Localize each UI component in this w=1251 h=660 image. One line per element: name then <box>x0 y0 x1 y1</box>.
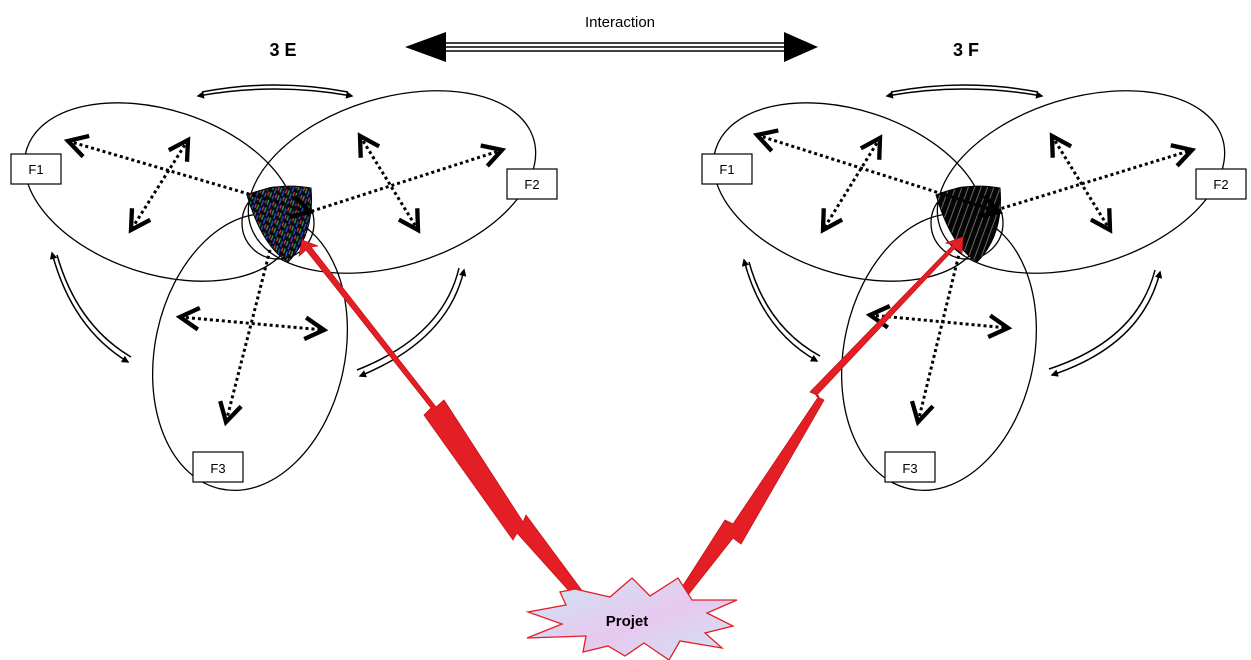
lightning-bolt-left <box>298 239 584 593</box>
double-arrow <box>1048 269 1156 370</box>
label-f3: F3 <box>210 461 225 476</box>
ellipse-f2 <box>247 90 537 274</box>
interaction-arrow <box>405 32 818 62</box>
double-arrow <box>49 251 130 363</box>
dotted-arrow <box>218 249 272 427</box>
group-3f: 3 F F1 F2 F3 <box>701 40 1247 492</box>
label-f2: F2 <box>1213 177 1228 192</box>
label-box-f2 <box>1195 168 1247 200</box>
group-3e: 3 E F1 F2 F3 <box>10 40 558 492</box>
burst-shape <box>525 577 738 660</box>
double-arrow <box>358 268 467 378</box>
dotted-arrow <box>865 304 1013 339</box>
dotted-arrow <box>128 136 191 234</box>
dotted-arrow <box>820 134 883 234</box>
interaction-label: Interaction <box>585 14 655 31</box>
label-f3: F3 <box>902 461 917 476</box>
double-arrow <box>741 258 819 362</box>
double-arrow <box>196 88 354 99</box>
label-f2: F2 <box>524 177 539 192</box>
dotted-arrow <box>357 132 421 234</box>
projet-burst: Projet <box>525 577 738 660</box>
group-title: 3 F <box>953 40 979 60</box>
double-arrow <box>885 88 1044 99</box>
double-arrow <box>201 84 349 93</box>
dotted-arrow <box>299 143 507 217</box>
projet-label: Projet <box>606 613 649 630</box>
lightning-bolts <box>298 236 964 596</box>
ellipse-f3 <box>151 212 349 492</box>
dotted-arrow <box>989 143 1197 214</box>
dotted-arrow <box>1049 132 1113 234</box>
double-arrow <box>748 261 821 357</box>
label-box-f3 <box>884 451 936 483</box>
double-arrow <box>1050 270 1163 377</box>
label-box-f3 <box>192 451 244 483</box>
label-box-f1 <box>10 153 62 185</box>
dotted-arrow <box>175 305 329 342</box>
ellipse-f2 <box>936 90 1226 274</box>
lightning-bolt-right <box>676 236 964 596</box>
double-arrow <box>356 267 460 371</box>
label-f1: F1 <box>719 162 734 177</box>
double-arrow <box>56 254 132 358</box>
double-arrow <box>890 84 1039 93</box>
group-title: 3 E <box>269 40 296 60</box>
label-f1: F1 <box>28 162 43 177</box>
label-box-f1 <box>701 153 753 185</box>
label-box-f2 <box>506 168 558 200</box>
